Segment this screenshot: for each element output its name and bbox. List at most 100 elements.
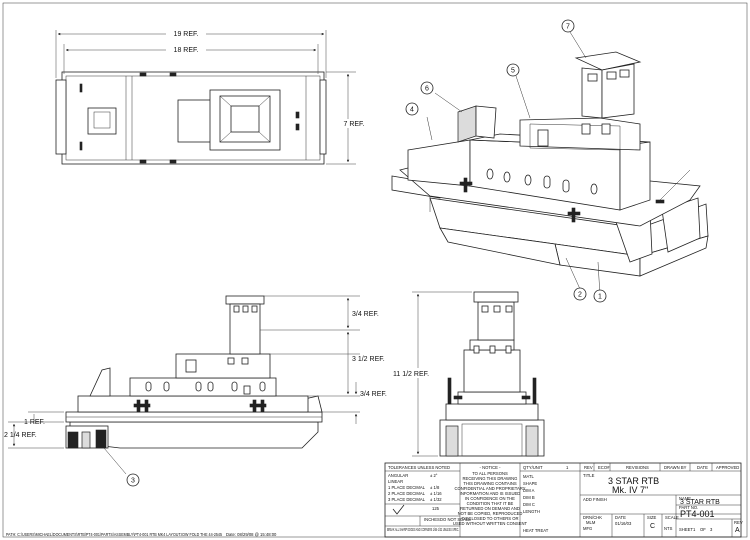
svg-text:SHAPE: SHAPE [523, 481, 537, 486]
svg-text:NAME: NAME [679, 496, 691, 501]
top-view: 19 REF. 18 REF. 7 REF. [55, 29, 375, 165]
revision-letter: A [735, 527, 740, 534]
dim-overall-length: 19 REF. [174, 31, 199, 38]
svg-text:- NOTICE -: - NOTICE - [480, 465, 502, 470]
svg-text:DIM A: DIM A [523, 488, 535, 493]
drawing-subtitle: Mk. IV 7" [612, 485, 648, 495]
svg-text:REV: REV [734, 520, 743, 525]
svg-text:IN CONFIDENCE ON THE: IN CONFIDENCE ON THE [465, 496, 515, 501]
svg-text:MFG: MFG [583, 526, 592, 531]
svg-text:125: 125 [432, 506, 440, 511]
dim-hull: 2 1/4 REF. [4, 432, 37, 439]
svg-text:1: 1 [693, 527, 696, 532]
svg-text:ECO#: ECO# [598, 465, 610, 470]
dim-fender: 1 REF. [24, 419, 45, 426]
drawing-title: 3 STAR RTB [608, 476, 659, 486]
balloon-4: 4 [405, 102, 419, 116]
svg-text:3: 3 [710, 527, 713, 532]
svg-text:MATL: MATL [523, 474, 535, 479]
svg-text:INFORMATION AND IS ISSUED: INFORMATION AND IS ISSUED [460, 491, 521, 496]
balloon-5: 5 [506, 63, 520, 77]
svg-text:5: 5 [511, 68, 515, 75]
svg-text:± 1/8: ± 1/8 [430, 485, 440, 490]
svg-text:PART NO.: PART NO. [679, 505, 698, 510]
svg-text:DRAWN BY: DRAWN BY [664, 465, 687, 470]
svg-text:REVISIONS: REVISIONS [626, 465, 649, 470]
svg-text:DO NOT SCALE: DO NOT SCALE [440, 517, 471, 522]
dim-overall-height: 11 1/2 REF. [393, 371, 429, 378]
svg-text:MLM: MLM [586, 520, 596, 525]
svg-text:NOT BE COPIED, REPRODUCED: NOT BE COPIED, REPRODUCED [458, 511, 523, 516]
svg-text:7: 7 [566, 24, 570, 31]
svg-text:QTY/UNIT: QTY/UNIT [523, 465, 543, 470]
svg-text:SIZE: SIZE [647, 515, 657, 520]
footer-path: PATH: C:\USERS\MICHAEL\DOCUMENTS\RTB\PT4… [6, 532, 223, 537]
svg-text:APPROVED: APPROVED [716, 465, 739, 470]
svg-text:1: 1 [598, 294, 602, 301]
isometric-view [391, 31, 709, 297]
svg-text:REV: REV [584, 465, 593, 470]
svg-text:LENGTH: LENGTH [523, 509, 540, 514]
svg-text:1: 1 [566, 465, 569, 470]
svg-text:CONFIDENTIAL AND PROPRIETARY: CONFIDENTIAL AND PROPRIETARY [454, 486, 525, 491]
svg-text:RECEIVING THIS DRAWING: RECEIVING THIS DRAWING [463, 476, 518, 481]
dim-cabin: 3 1/2 REF. [352, 356, 385, 363]
svg-text:SHEET: SHEET [679, 527, 693, 532]
svg-text:4: 4 [410, 107, 414, 114]
svg-text:3: 3 [131, 478, 135, 485]
svg-text:3 PLACE DECIMAL: 3 PLACE DECIMAL [388, 497, 426, 502]
part-name: 3 STAR RTB [680, 499, 720, 506]
dim-wheelhouse: 3/4 REF. [352, 311, 379, 318]
break-edges-note: BREAK ALL SHARP EDGES AND CORNERS 1/64-1… [387, 527, 459, 532]
side-view: 3/4 REF. 3 1/2 REF. 3/4 REF. 1 REF. 2 1/… [4, 295, 387, 475]
balloon-3: 3 [126, 473, 140, 487]
svg-text:DRN/CHK: DRN/CHK [583, 515, 602, 520]
svg-text:DATE: DATE [697, 465, 708, 470]
svg-text:2: 2 [578, 292, 582, 299]
drawing-scale: NTS [664, 526, 673, 531]
svg-text:2 PLACE DECIMAL: 2 PLACE DECIMAL [388, 491, 426, 496]
svg-text:± 2°: ± 2° [430, 473, 438, 478]
svg-text:1 PLACE DECIMAL: 1 PLACE DECIMAL [388, 485, 426, 490]
svg-text:6: 6 [425, 86, 429, 93]
balloon-6: 6 [420, 81, 434, 95]
sheet-size: C [650, 523, 655, 530]
part-number: PT4-001 [680, 509, 715, 519]
svg-text:ADD FINISH: ADD FINISH [583, 497, 607, 502]
svg-text:USED WITHOUT WRITTEN CONSENT: USED WITHOUT WRITTEN CONSENT [453, 521, 528, 526]
balloon-7: 7 [561, 19, 575, 33]
title-area: TITLE 3 STAR RTB Mk. IV 7" ADD FINISH NA… [580, 473, 743, 537]
dim-width: 7 REF. [343, 121, 364, 128]
balloon-1: 1 [593, 289, 607, 303]
svg-text:± 1/16: ± 1/16 [430, 491, 442, 496]
svg-text:INCHES: INCHES [424, 517, 440, 522]
notice-block: - NOTICE - TO ALL PERSONS RECEIVING THIS… [453, 463, 528, 537]
svg-text:THIS DRAWING CONTAINS: THIS DRAWING CONTAINS [463, 481, 516, 486]
svg-text:SCALE: SCALE [665, 515, 679, 520]
svg-text:CONDITION THAT IT BE: CONDITION THAT IT BE [467, 501, 514, 506]
svg-text:HEAT TREAT: HEAT TREAT [523, 528, 549, 533]
svg-text:ANGULAR: ANGULAR [388, 473, 408, 478]
svg-text:LINEAR: LINEAR [388, 479, 403, 484]
tolerance-title: TOLERANCES UNLESS NOTED [388, 465, 450, 470]
tolerance-block: TOLERANCES UNLESS NOTED ANGULAR ± 2° LIN… [385, 463, 471, 537]
balloon-callouts: 1 2 3 4 5 6 7 [126, 19, 607, 487]
svg-text:DISCLOSED TO OTHERS OR: DISCLOSED TO OTHERS OR [461, 516, 518, 521]
svg-text:DIM C: DIM C [523, 502, 535, 507]
svg-text:TO ALL PERSONS: TO ALL PERSONS [472, 471, 508, 476]
svg-text:OF: OF [700, 527, 706, 532]
drawing-date: 01/16/03 [615, 521, 632, 526]
footer-date: Date: 08/29/08 @ 15:48:00 [226, 532, 277, 537]
title-block: TOLERANCES UNLESS NOTED ANGULAR ± 2° LIN… [384, 462, 743, 538]
svg-text:RETURNED ON DEMAND AND: RETURNED ON DEMAND AND [460, 506, 520, 511]
svg-text:TITLE: TITLE [583, 473, 595, 478]
dim-inner-length: 18 REF. [174, 47, 199, 54]
svg-text:DATE: DATE [615, 515, 626, 520]
svg-text:± 1/32: ± 1/32 [430, 497, 442, 502]
balloon-2: 2 [573, 287, 587, 301]
dim-deck: 3/4 REF. [360, 391, 387, 398]
svg-text:DIM B: DIM B [523, 495, 535, 500]
front-view: 11 1/2 REF. [392, 291, 545, 457]
